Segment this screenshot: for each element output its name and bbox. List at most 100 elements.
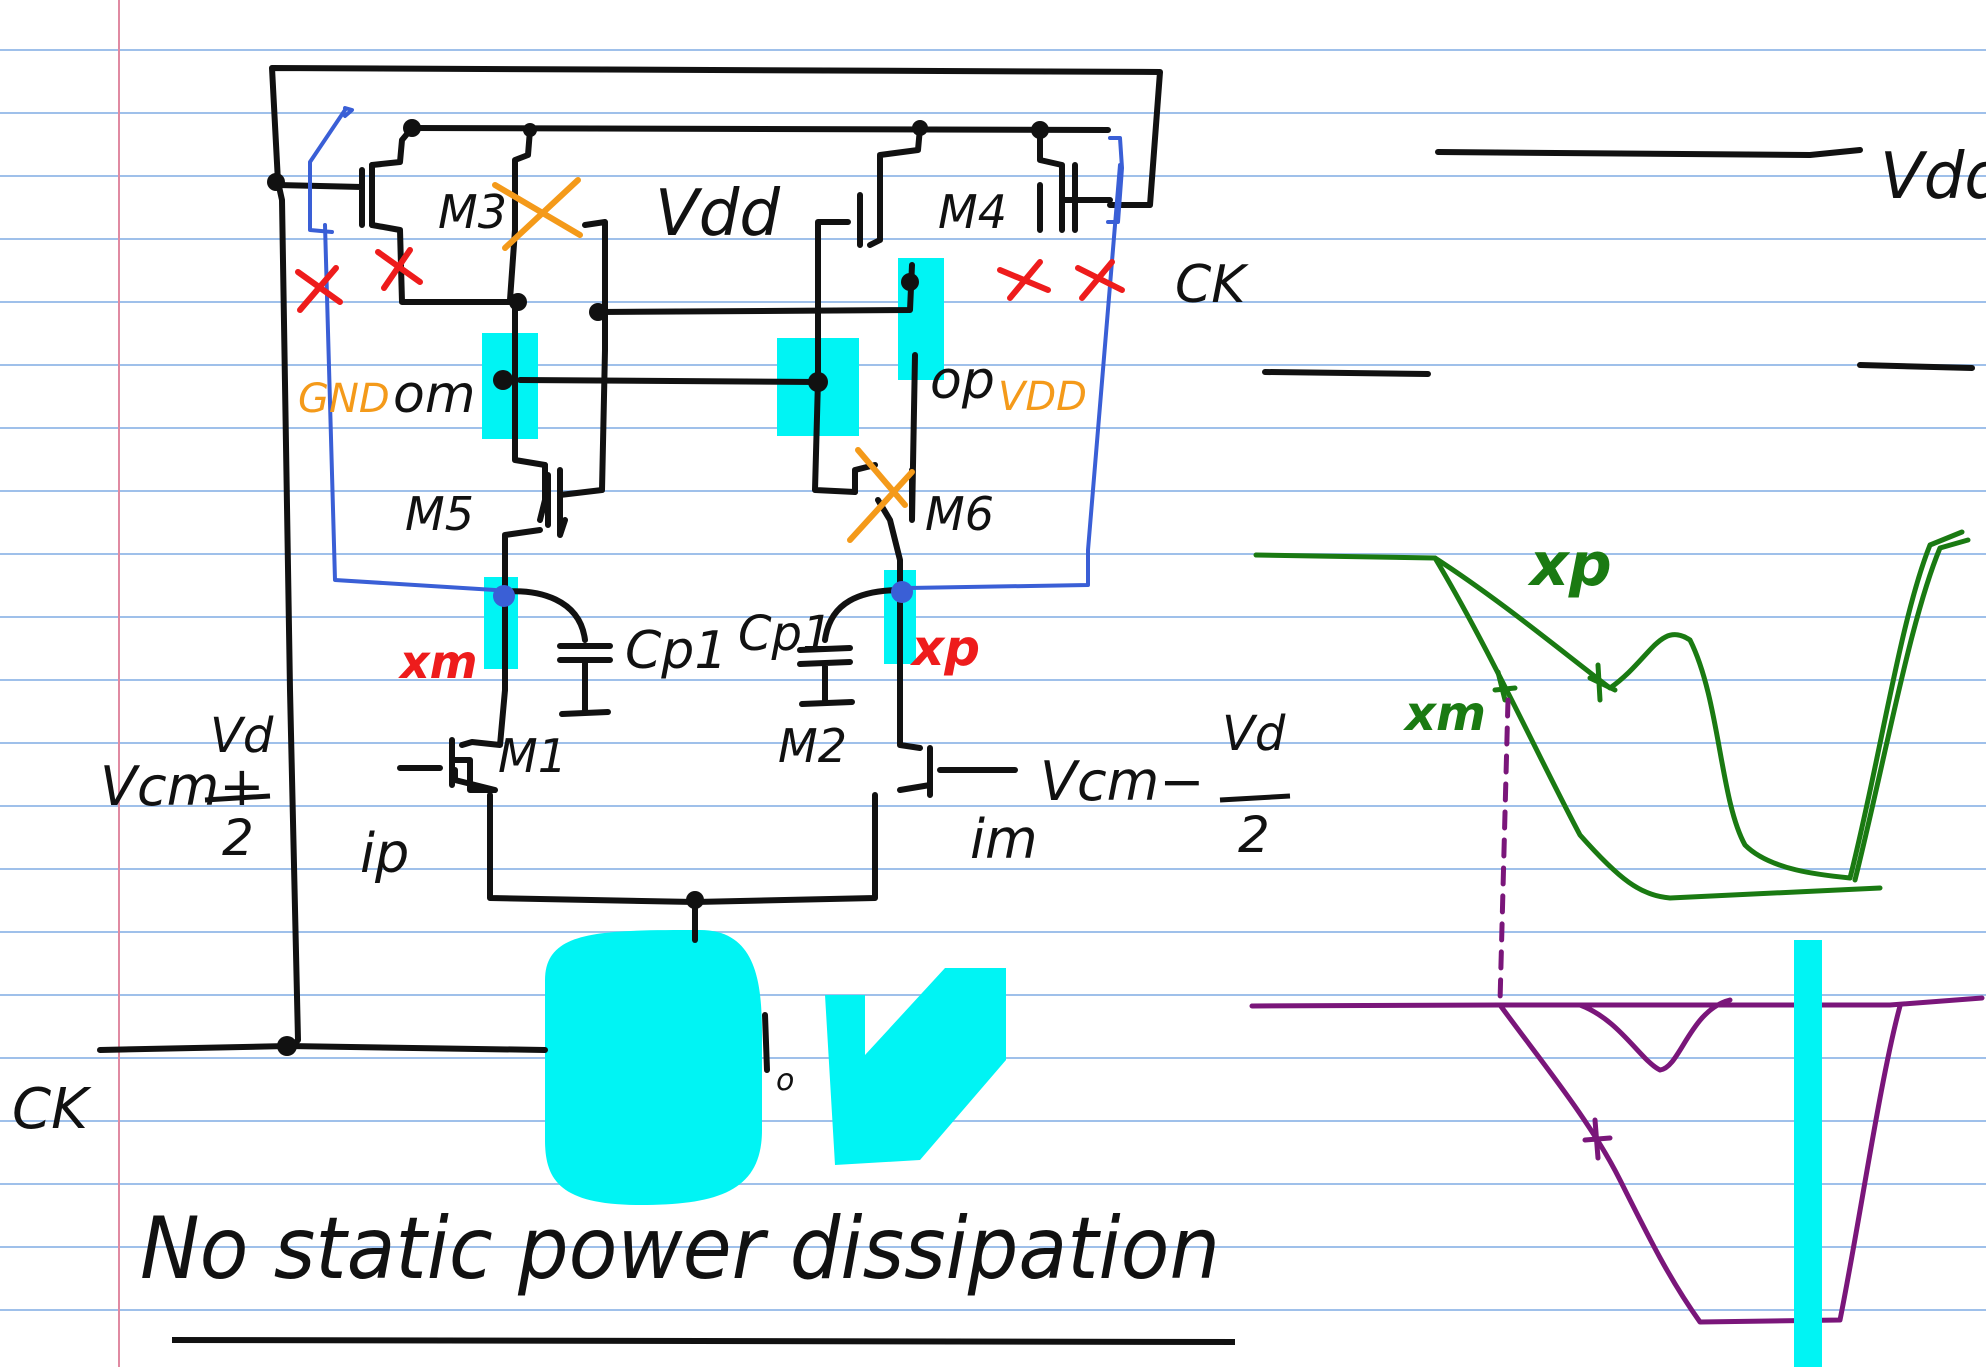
wave-xp-label: xp	[1527, 530, 1612, 600]
red-x-mark	[1075, 259, 1125, 301]
xm-tick	[1492, 669, 1518, 703]
cross-couple-wire	[595, 262, 915, 315]
op-waveform	[1577, 997, 1733, 1073]
node-dot	[277, 1036, 297, 1056]
node-dot	[267, 173, 285, 191]
gnd-label: GND	[298, 376, 390, 422]
highlight-marks	[482, 258, 1006, 1205]
blue-right-loop	[906, 136, 1124, 590]
footer-note: No static power dissipation	[140, 1199, 1220, 1299]
xp-waveform	[1253, 529, 1965, 881]
checkmark	[825, 968, 1006, 1165]
m6-label: M6	[925, 487, 994, 541]
m2-transistor	[897, 687, 1018, 798]
wave-xm-label: xm	[1403, 686, 1486, 742]
vin-p-main: Vcm+	[100, 755, 264, 818]
orange-x-mark-m6	[847, 447, 915, 543]
ck-input-wire	[97, 1043, 548, 1053]
cp1-right-wire	[822, 587, 905, 643]
node-dot	[589, 303, 607, 321]
red-x-mark	[997, 259, 1051, 301]
purple-waveforms	[1249, 697, 1985, 1325]
vin-p-numerator: Vd	[210, 708, 274, 764]
tail-wire	[487, 792, 878, 905]
pmos-left-gate	[275, 162, 375, 228]
outer-clock-wire	[269, 65, 1163, 208]
vin-m-numerator: Vd	[1222, 706, 1286, 762]
node-dot	[901, 273, 919, 291]
blue-dots	[493, 581, 913, 607]
m5-transistor	[502, 462, 568, 693]
waveforms	[1249, 147, 1985, 1367]
labels: Vdd M3 M4 CK om op GND VDD M5 M6 xm xp C…	[12, 140, 1986, 1299]
node-dot	[403, 119, 421, 137]
purple-baseline	[1249, 995, 1985, 1009]
om-waveform	[1497, 1002, 1903, 1325]
xm-waveform	[1432, 555, 1883, 901]
ck-left-label: CK	[12, 1077, 92, 1142]
m1-transistor	[397, 687, 508, 793]
tail-source-blob	[545, 930, 762, 1205]
ip-label: ip	[360, 822, 409, 885]
orange-x-mark-m3	[492, 177, 583, 251]
node-dot	[493, 370, 513, 390]
ruled-lines	[0, 49, 1986, 1311]
tail-source-label-mark	[762, 1012, 770, 1073]
red-x-mark	[375, 247, 423, 291]
cp1-left-cap	[557, 643, 613, 717]
vin-p-denominator: 2	[222, 809, 254, 867]
blue-wires	[308, 106, 1124, 592]
om-wire	[512, 299, 821, 468]
m1-label: M1	[498, 729, 567, 783]
vin-m-main: Vcm−	[1040, 750, 1204, 813]
vin-m-denominator: 2	[1238, 806, 1270, 864]
vdd-small-label: VDD	[998, 374, 1087, 420]
om-label: om	[393, 365, 475, 425]
xp-tick	[1587, 662, 1618, 703]
wave-vdd-label: Vdd	[1880, 140, 1986, 214]
vdd-level-line	[1435, 147, 1863, 158]
xp-label: xp	[909, 619, 980, 677]
green-waveforms	[1253, 529, 1971, 901]
m2-label: M2	[778, 719, 847, 773]
m3-label: M3	[438, 185, 507, 239]
red-x-mark	[295, 265, 343, 313]
node-dot	[1031, 121, 1049, 139]
im-label: im	[970, 808, 1038, 871]
dashed-link	[1497, 697, 1511, 1005]
node-dot	[808, 372, 828, 392]
vdd-label: Vdd	[655, 177, 780, 251]
xp-node-dot	[891, 581, 913, 603]
node-dot	[523, 123, 537, 137]
ck-low-level-left	[1262, 369, 1431, 377]
orange-crosses	[492, 177, 915, 543]
pmos-right	[1037, 127, 1113, 233]
xm-node-dot	[493, 585, 515, 607]
blue-left-loop	[308, 106, 497, 592]
cyan-time-marker	[1794, 940, 1822, 1367]
vin-p-fraction-bar	[204, 793, 271, 803]
vdd-rail	[409, 125, 1111, 133]
om-tick	[1582, 1117, 1613, 1161]
node-dot	[509, 293, 527, 311]
cp1-left-label: Cp1	[625, 621, 727, 681]
xm-label: xm	[398, 635, 478, 689]
junction-dots	[267, 119, 1049, 1056]
op-label: op	[930, 351, 995, 411]
vin-m-fraction-bar	[1219, 793, 1291, 803]
m4-label: M4	[938, 185, 1007, 239]
cp1-right-cap	[797, 645, 855, 707]
schematic	[97, 65, 1163, 1205]
node-dot	[912, 120, 928, 136]
tail-subscript-label: o	[776, 1063, 794, 1098]
xp-waveform-2	[1852, 537, 1971, 883]
node-dot	[686, 891, 704, 909]
cp1-right-label: Cp1	[738, 606, 833, 662]
footer-underline	[171, 1337, 1236, 1345]
ck-right-label: CK	[1175, 255, 1249, 315]
m3-transistor	[507, 127, 608, 498]
red-crosses	[295, 247, 1125, 313]
ck-low-level-right	[1857, 362, 1975, 371]
m5-label: M5	[405, 487, 474, 541]
